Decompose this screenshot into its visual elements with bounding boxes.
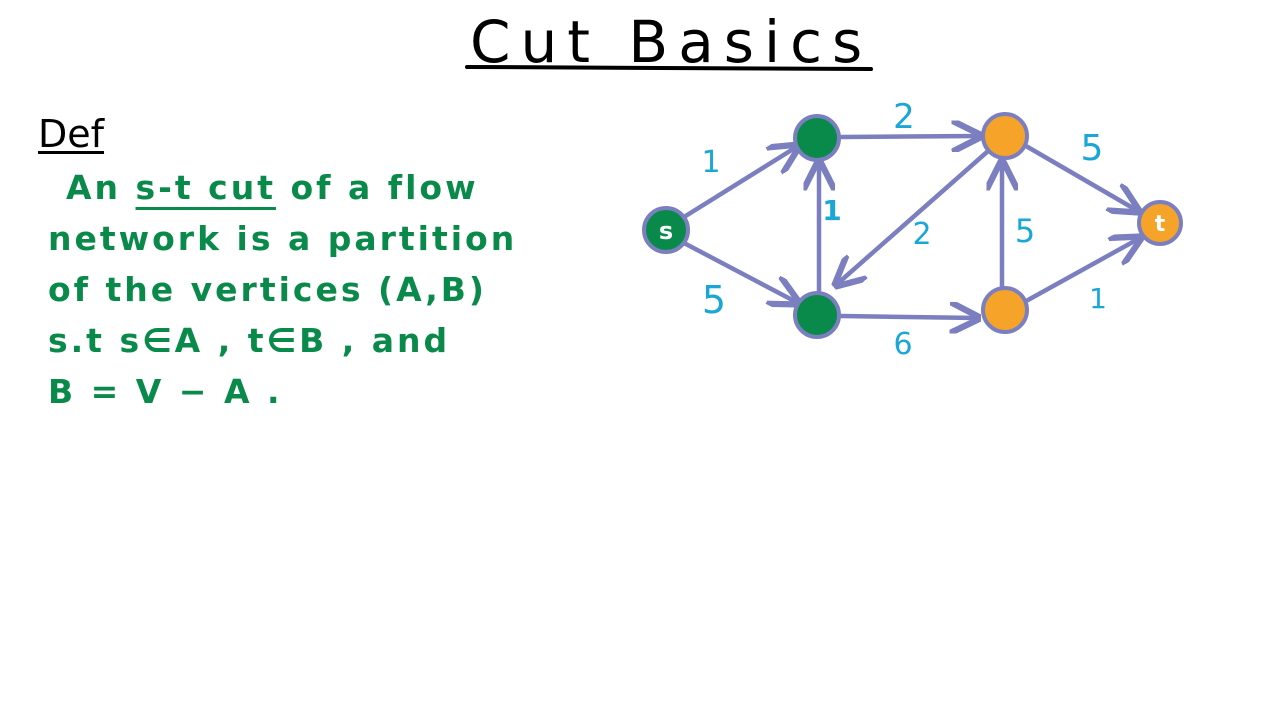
definition-line-2: network is a partition [48, 219, 518, 258]
capacity-bottom-to-top: 1 [822, 194, 841, 227]
node-top-right [981, 112, 1029, 160]
definition-text: An s-t cut of a flow network is a partit… [48, 162, 518, 417]
definition-line-3: of the vertices (A,B) [48, 270, 487, 309]
node-bottom-right [981, 286, 1029, 334]
page-title: Cut Basics [470, 8, 873, 76]
definition-line-1-post: of a flow [275, 168, 479, 207]
capacity-right-top-to-t: 5 [1081, 128, 1104, 169]
edge-s-to-bottom [681, 240, 798, 303]
capacity-s-to-bottom: 5 [702, 278, 726, 322]
flow-network-diagram: s t 1 5 1 2 2 6 5 5 1 [642, 97, 1183, 362]
edge-bottom-to-right-bottom [838, 316, 978, 318]
node-s-label: s [659, 217, 673, 245]
capacity-top-to-right-top: 2 [893, 97, 915, 137]
capacity-right-top-to-bottom: 2 [912, 217, 931, 252]
definition-term-st-cut: s-t cut [135, 168, 276, 207]
definition-line-1-pre: An [66, 168, 136, 207]
edge-right-bottom-to-t [1025, 238, 1140, 303]
capacity-s-to-top: 1 [701, 145, 720, 180]
capacity-right-bottom-to-t: 1 [1089, 282, 1107, 315]
node-s [642, 206, 690, 254]
definition-line-5: B = V − A . [48, 372, 283, 411]
definition-line-1: An s-t cut of a flow [48, 162, 518, 213]
edge-right-top-to-t [1023, 143, 1138, 211]
capacity-bottom-to-right-bottom: 6 [893, 327, 912, 362]
node-t [1137, 200, 1183, 246]
node-t-label: t [1155, 212, 1166, 237]
edge-top-to-right-top [838, 136, 980, 137]
definition-label: Def [38, 112, 105, 156]
definition-line-4: s.t s∈A , t∈B , and [48, 321, 451, 360]
node-top-middle [793, 114, 841, 162]
edge-right-top-to-bottom [836, 149, 990, 285]
capacity-right-bottom-to-right-top: 5 [1015, 212, 1035, 250]
node-bottom-middle [793, 291, 841, 339]
edge-s-to-top [681, 146, 798, 220]
